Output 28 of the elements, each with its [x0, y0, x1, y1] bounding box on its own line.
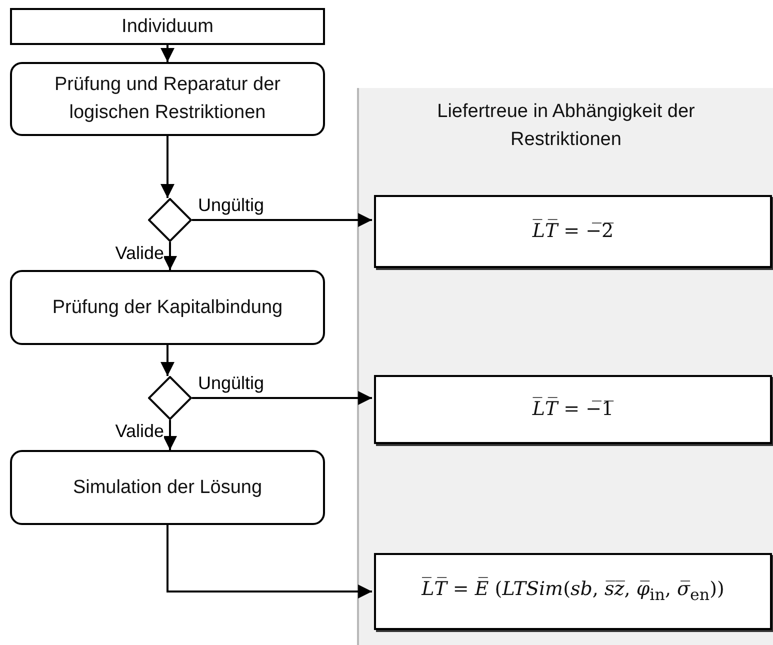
node-label: Simulation der Lösung — [72, 476, 262, 500]
edge-label: Ungültig — [198, 196, 264, 216]
edge-label: Ungültig — [198, 374, 264, 394]
node-label: Prüfung der Kapitalbindung — [52, 296, 283, 320]
arrow — [163, 420, 177, 450]
decision-diamond — [148, 376, 192, 420]
formula-box — [374, 195, 772, 268]
process-box — [10, 62, 325, 136]
formula: L̅T̅ = −̅2̅ — [532, 218, 614, 244]
formula: L̅T̅ = E̅ (LTSim(sb, s̅z̅, φ̅$_{in}$, σ̅$_{en}$)) — [422, 576, 724, 606]
process-box — [10, 8, 325, 45]
arrow — [160, 45, 174, 62]
arrow — [166, 525, 372, 598]
formula: L̅T̅ = −̅1̅ — [532, 396, 614, 422]
arrow — [192, 391, 372, 405]
process-box — [10, 450, 325, 525]
result-panel — [357, 88, 773, 645]
arrow — [192, 213, 372, 227]
formula-box — [374, 553, 772, 630]
arrow — [160, 345, 174, 376]
formula-box — [374, 375, 772, 444]
node-label: Individuum — [122, 14, 214, 39]
node-label: Liefertreue in Abhängigkeit der Restriktionen — [436, 100, 696, 152]
process-box — [10, 270, 325, 345]
arrow — [163, 242, 177, 270]
decision-diamond — [148, 198, 192, 242]
arrow — [160, 136, 174, 198]
node-label: Prüfung und Reparatur der logischen Restriktionen — [53, 73, 282, 125]
